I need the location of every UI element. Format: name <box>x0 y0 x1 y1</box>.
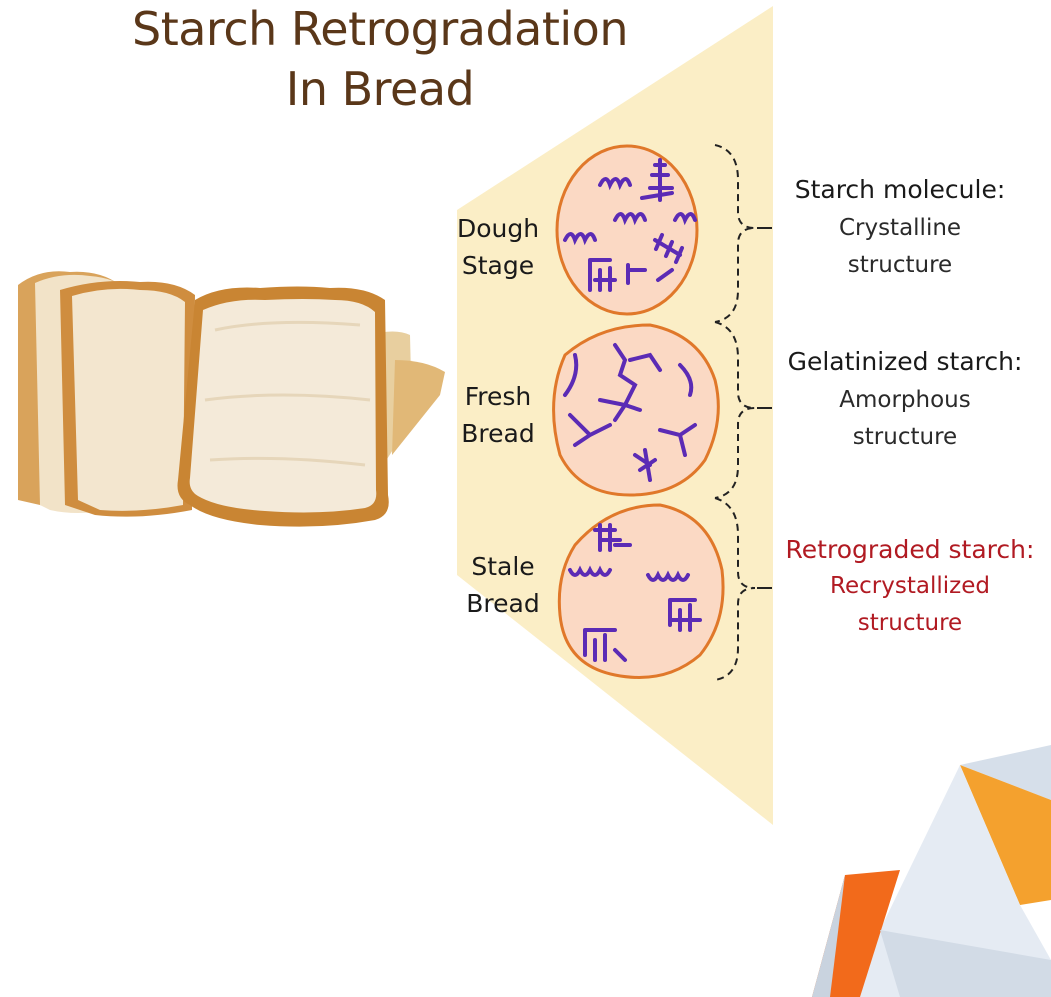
desc-sub-fresh: Amorphous structure <box>755 382 1051 456</box>
desc-line2: structure <box>760 605 1051 642</box>
desc-heading-fresh: Gelatinized starch: <box>755 347 1051 376</box>
stage-label-fresh: Fresh Bread <box>438 378 558 452</box>
stage-label-line1: Dough <box>438 210 558 247</box>
fresh-bread-circle <box>554 325 719 495</box>
desc-line2: structure <box>755 419 1051 456</box>
desc-line1: Crystalline <box>750 210 1050 247</box>
stage-label-dough: Dough Stage <box>438 210 558 284</box>
desc-sub-stale: Recrystallized structure <box>760 568 1051 642</box>
stage-label-line1: Stale <box>443 548 563 585</box>
stage-label-line2: Stage <box>438 247 558 284</box>
dough-stage-circle <box>557 146 697 314</box>
title-line-1: Starch Retrogradation <box>0 2 760 56</box>
corner-decoration <box>812 745 1051 997</box>
stage-label-line2: Bread <box>443 585 563 622</box>
stage-label-line2: Bread <box>438 415 558 452</box>
desc-line1: Amorphous <box>755 382 1051 419</box>
desc-line2: structure <box>750 247 1050 284</box>
bread-slices-icon <box>18 271 445 526</box>
title-line-2: In Bread <box>0 62 760 116</box>
desc-sub-dough: Crystalline structure <box>750 210 1050 284</box>
desc-heading-stale: Retrograded starch: <box>760 535 1051 564</box>
desc-heading-dough: Starch molecule: <box>750 175 1050 204</box>
desc-line1: Recrystallized <box>760 568 1051 605</box>
stage-label-line1: Fresh <box>438 378 558 415</box>
stage-label-stale: Stale Bread <box>443 548 563 622</box>
